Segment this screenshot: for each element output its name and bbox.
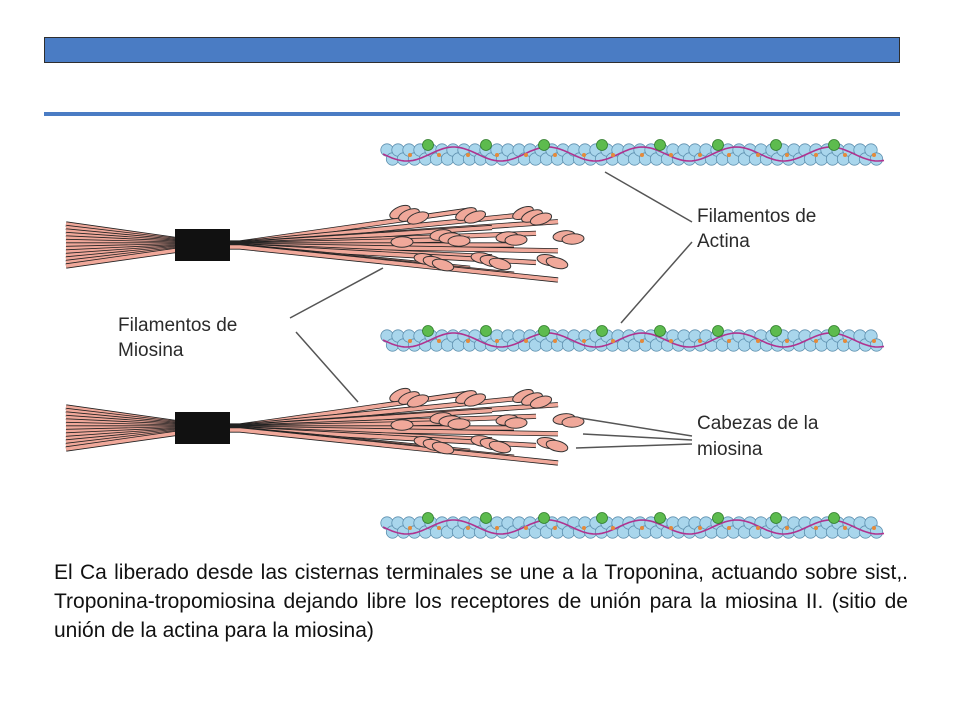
- myosin-head: [390, 236, 414, 248]
- actin-filaments: [380, 139, 885, 539]
- myosin-head: [447, 235, 471, 247]
- myosin-head: [545, 256, 569, 270]
- myosin-head: [431, 441, 455, 455]
- pointer-lines: [289, 171, 693, 449]
- myosin-filaments: [65, 204, 585, 466]
- myosin-head: [529, 395, 553, 409]
- myosin-head: [390, 419, 414, 431]
- myosin-head: [406, 394, 430, 408]
- myosin-filament: [65, 387, 585, 466]
- pointer-line: [579, 417, 693, 437]
- actin-filament: [380, 139, 885, 166]
- myosin-head: [431, 258, 455, 272]
- label-heads-line2: miosina: [697, 439, 763, 460]
- myosin-head: [529, 212, 553, 226]
- myosin-head: [561, 233, 585, 245]
- myosin-head: [488, 257, 512, 271]
- pointer-line: [582, 433, 693, 441]
- myosin-head: [406, 211, 430, 225]
- actin-filament: [380, 325, 885, 352]
- pointer-line: [289, 267, 384, 319]
- label-heads-line1: Cabezas de la: [697, 413, 819, 434]
- pointer-line: [575, 443, 693, 449]
- pointer-line: [620, 241, 693, 324]
- label-actin-line1: Filamentos de: [697, 206, 816, 227]
- myosin-head: [447, 418, 471, 430]
- actin-filament: [380, 512, 885, 539]
- pointer-line: [604, 171, 693, 223]
- label-myosin-line1: Filamentos de: [118, 315, 237, 336]
- slide-caption: El Ca liberado desde las cisternas termi…: [54, 561, 908, 642]
- label-myosin-line2: Miosina: [118, 340, 184, 361]
- myosin-head: [545, 439, 569, 453]
- title-bar: [44, 37, 900, 63]
- pointer-line: [295, 331, 359, 403]
- myosin-head: [504, 417, 528, 429]
- title-underline: [44, 112, 900, 116]
- myosin-head: [464, 393, 486, 407]
- label-actin-line2: Actina: [697, 231, 750, 252]
- myosin-head: [464, 210, 486, 224]
- myosin-head: [561, 416, 585, 428]
- myosin-filament: [65, 204, 585, 283]
- myosin-head: [488, 440, 512, 454]
- myosin-head: [504, 234, 528, 246]
